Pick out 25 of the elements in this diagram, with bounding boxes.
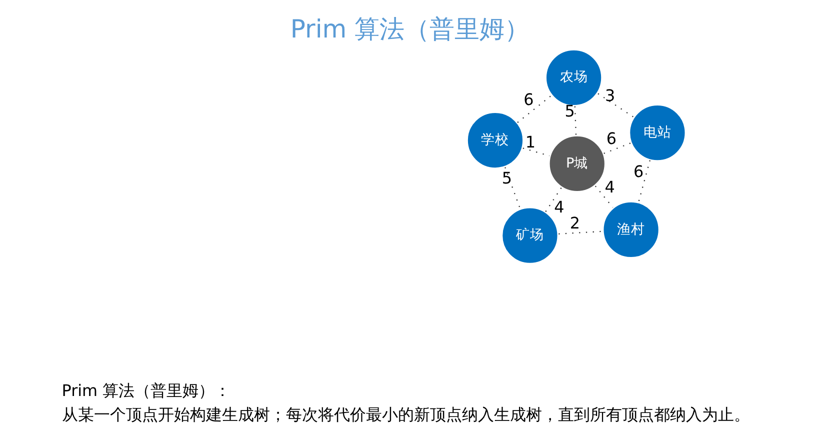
connector bbox=[603, 142, 630, 154]
edge-label: 6 bbox=[523, 90, 534, 109]
node-circle: 学校 bbox=[465, 110, 524, 170]
connector bbox=[574, 106, 576, 136]
connector bbox=[516, 95, 552, 123]
edge-label: 1 bbox=[524, 132, 536, 152]
edge-label: 2 bbox=[569, 213, 580, 232]
connector bbox=[522, 148, 550, 156]
connector bbox=[597, 93, 634, 118]
connector bbox=[544, 187, 562, 212]
connector bbox=[638, 160, 650, 202]
node-circle: 电站 bbox=[627, 103, 687, 162]
diagram-title: Prim 算法（普里姆） bbox=[290, 14, 530, 44]
connector bbox=[594, 186, 613, 208]
edge-label: 6 bbox=[606, 128, 616, 148]
connector bbox=[504, 167, 520, 209]
label: 从某一个顶点开始构建生成树；每次将代价最小的新顶点纳入生成树，直到所有顶点都纳入为止。 bbox=[61, 404, 750, 424]
edge-label: 6 bbox=[633, 162, 644, 181]
connector bbox=[558, 230, 602, 234]
edge-label: 4 bbox=[604, 177, 614, 196]
label: Prim 算法（普里姆）： bbox=[61, 380, 230, 400]
edge-label: 3 bbox=[604, 86, 615, 106]
node-circle: 渔村 bbox=[600, 200, 660, 260]
node-circle: P城 bbox=[547, 134, 606, 194]
edge-label: 5 bbox=[501, 168, 512, 188]
